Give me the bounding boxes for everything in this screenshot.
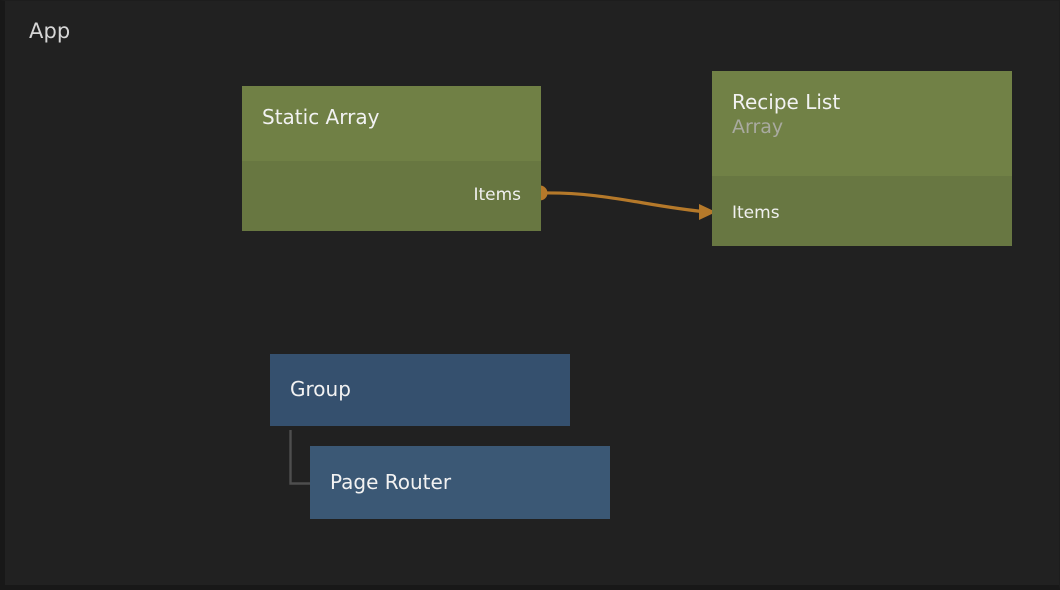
node-title: Recipe List: [732, 90, 841, 114]
port-items-out[interactable]: Items: [473, 185, 521, 205]
node-page-router[interactable]: Page Router: [310, 446, 610, 519]
node-title: Page Router: [330, 470, 452, 494]
tree-link-group-to-page-router: [289, 430, 310, 485]
node-body[interactable]: Items: [712, 176, 1012, 246]
node-body[interactable]: Items: [242, 161, 541, 231]
node-title: Static Array: [262, 105, 380, 129]
edge-items-curve[interactable]: [540, 191, 709, 214]
canvas-surface[interactable]: App Static Array Items Recipe Li: [5, 1, 1059, 585]
node-header[interactable]: Static Array: [242, 86, 541, 161]
node-header[interactable]: Group: [270, 354, 570, 426]
node-header[interactable]: Page Router: [310, 446, 610, 519]
node-group[interactable]: Group: [270, 354, 570, 426]
node-title: Group: [290, 377, 351, 401]
port-items-in[interactable]: Items: [732, 203, 780, 223]
node-subtitle: Array: [732, 116, 784, 138]
node-recipe-list[interactable]: Recipe List Array Items: [712, 71, 1012, 246]
page-title: App: [29, 19, 71, 43]
node-static-array[interactable]: Static Array Items: [242, 86, 541, 231]
node-header[interactable]: Recipe List Array: [712, 71, 1012, 176]
